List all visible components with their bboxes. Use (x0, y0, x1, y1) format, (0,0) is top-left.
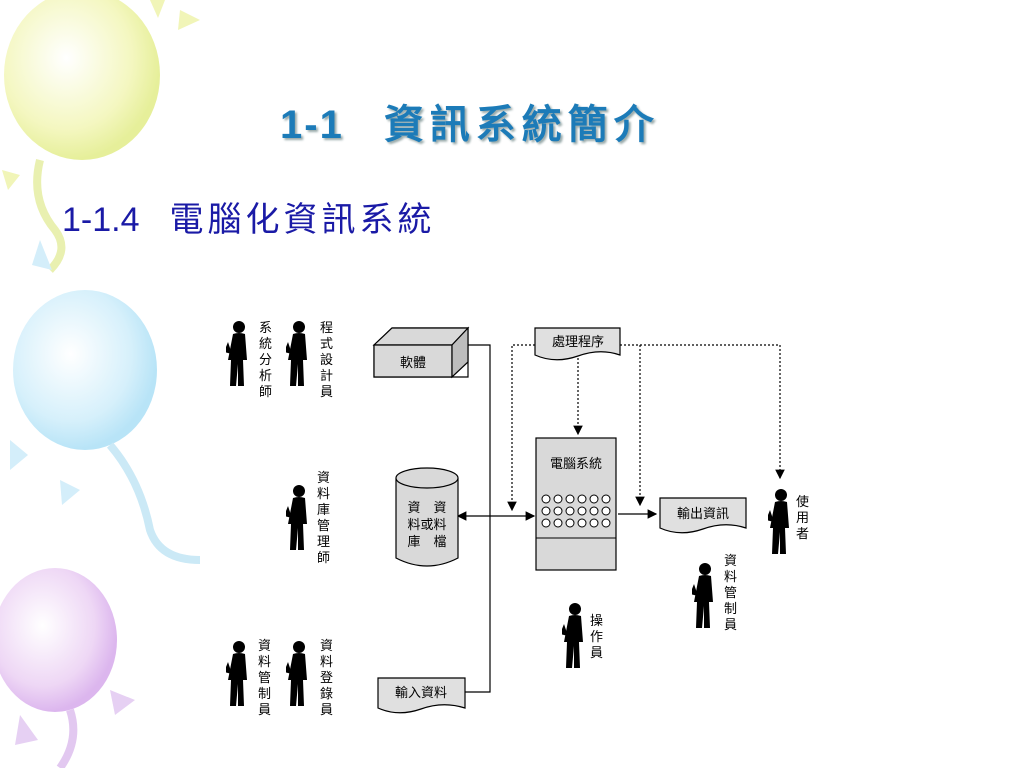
database-label-line2: 料或料 (407, 518, 446, 533)
computer-lights (541, 494, 611, 528)
blue-balloon (10, 240, 201, 564)
svg-text:析: 析 (259, 369, 272, 384)
database-label-line1: 資 資 (407, 501, 446, 516)
subtitle-text: 電腦化資訊系統 (169, 200, 436, 240)
database-label-line3: 庫 檔 (407, 535, 446, 550)
person-icon (286, 321, 307, 386)
label-system-analyst: 系 統 分 析 師 (259, 321, 272, 400)
svg-text:管: 管 (724, 586, 737, 601)
person-icon (226, 641, 247, 706)
svg-text:者: 者 (796, 527, 809, 542)
svg-text:管: 管 (258, 671, 271, 686)
svg-text:系: 系 (259, 321, 272, 336)
input-label: 輸入資料 (395, 686, 447, 701)
label-user: 使 用 者 (796, 494, 809, 542)
svg-text:統: 統 (259, 337, 272, 352)
svg-text:計: 計 (320, 368, 333, 384)
person-icon (286, 641, 307, 706)
label-data-control-left: 資 料 管 制 員 (258, 639, 271, 718)
svg-text:程: 程 (320, 321, 333, 336)
computer-system: 電腦系統 (535, 437, 617, 571)
svg-text:錄: 錄 (320, 687, 333, 702)
person-icon (562, 603, 583, 668)
svg-text:師: 師 (317, 551, 330, 566)
svg-text:用: 用 (796, 511, 809, 526)
yellow-balloon (2, 0, 200, 273)
person-operator: 操 作 員 (562, 603, 603, 668)
title-text: 資訊系統簡介 (383, 101, 660, 148)
person-user: 使 用 者 (768, 489, 809, 554)
svg-text:登: 登 (320, 671, 333, 686)
svg-text:員: 員 (320, 385, 333, 400)
database-cylinder: 資 資 料或料 庫 檔 (395, 467, 459, 567)
svg-text:員: 員 (590, 646, 603, 661)
svg-text:員: 員 (258, 703, 271, 718)
purple-balloon (0, 568, 135, 768)
subtitle-number: 1-1.4 (62, 201, 140, 239)
procedure-doc: 處理程序 (534, 327, 621, 361)
svg-text:分: 分 (259, 353, 272, 368)
person-icon (692, 563, 713, 628)
svg-text:作: 作 (590, 630, 603, 645)
svg-text:理: 理 (317, 535, 330, 550)
svg-text:設: 設 (320, 352, 333, 368)
connectors (456, 344, 785, 693)
svg-text:資: 資 (258, 639, 271, 654)
slide-subtitle: 1-1.4 電腦化資訊系統 (62, 192, 436, 241)
svg-text:資: 資 (320, 639, 333, 654)
svg-text:師: 師 (259, 385, 272, 400)
person-system-analyst: 系 統 分 析 師 (226, 321, 272, 400)
label-dba: 資 料 庫 管 理 師 (317, 471, 330, 566)
svg-text:使: 使 (796, 494, 809, 510)
svg-text:庫: 庫 (317, 503, 330, 518)
svg-text:制: 制 (258, 687, 271, 702)
input-doc: 輸入資料 (377, 677, 466, 714)
person-data-control-right: 資 料 管 制 員 (692, 554, 737, 633)
person-data-entry: 資 料 登 錄 員 (286, 639, 333, 718)
label-programmer: 程 式 設 計 員 (320, 321, 333, 400)
svg-text:資: 資 (317, 471, 330, 486)
svg-text:料: 料 (320, 655, 333, 670)
software-label: 軟體 (400, 355, 426, 371)
person-icon (226, 321, 247, 386)
svg-text:制: 制 (724, 602, 737, 617)
svg-text:料: 料 (317, 487, 330, 502)
svg-text:員: 員 (724, 618, 737, 633)
person-dba: 資 料 庫 管 理 師 (286, 471, 330, 566)
output-doc: 輸出資訊 (659, 497, 747, 534)
svg-text:資: 資 (724, 554, 737, 569)
svg-text:料: 料 (258, 655, 271, 670)
svg-text:管: 管 (317, 519, 330, 534)
person-icon (286, 485, 307, 550)
svg-text:操: 操 (590, 613, 603, 629)
svg-text:式: 式 (320, 337, 333, 352)
computer-label: 電腦系統 (550, 457, 602, 472)
svg-text:員: 員 (320, 703, 333, 718)
label-data-entry: 資 料 登 錄 員 (320, 639, 333, 718)
software-box: 軟體 (372, 326, 470, 379)
slide-title: 1-1 資訊系統簡介 (280, 92, 660, 150)
title-number: 1-1 (280, 103, 344, 147)
person-programmer: 程 式 設 計 員 (286, 321, 333, 400)
output-label: 輸出資訊 (677, 507, 729, 522)
person-data-control-left: 資 料 管 制 員 (226, 639, 271, 718)
person-icon (768, 489, 789, 554)
label-operator: 操 作 員 (590, 613, 603, 661)
label-data-control-right: 資 料 管 制 員 (724, 554, 737, 633)
svg-text:料: 料 (724, 570, 737, 585)
procedure-label: 處理程序 (552, 335, 604, 350)
